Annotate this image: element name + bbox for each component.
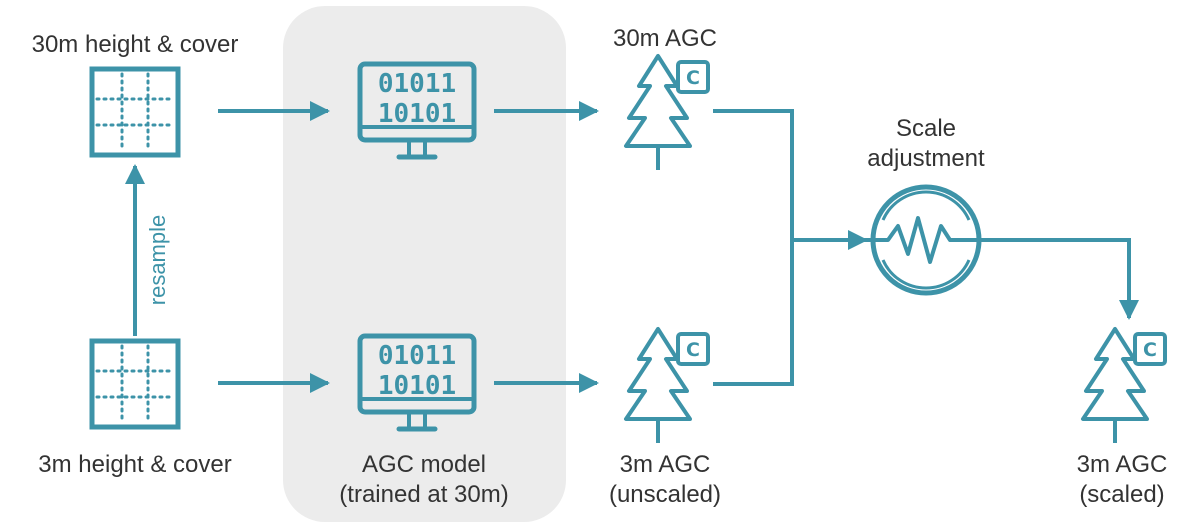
model-label-line2: (trained at 30m) [339, 481, 508, 508]
model-label-line1: AGC model [362, 451, 486, 478]
fine-agc-label-line1: 3m AGC [620, 451, 711, 478]
svg-text:C: C [686, 339, 700, 361]
monitor-icon: 01011 10101 [360, 336, 474, 429]
scaled-agc-label-line1: 3m AGC [1077, 451, 1168, 478]
grid-icon [92, 69, 178, 155]
code-line-1: 01011 [378, 341, 456, 371]
model-panel [283, 6, 566, 522]
code-line-2: 10101 [378, 371, 456, 401]
carbon-badge-icon: C [676, 332, 710, 366]
gauge-icon [866, 184, 986, 296]
monitor-icon: 01011 10101 [360, 64, 474, 157]
fine-agc-label-line2: (unscaled) [609, 481, 721, 508]
code-line-1: 01011 [378, 69, 456, 99]
carbon-badge-icon: C [676, 60, 710, 94]
scaled-agc-label-line2: (scaled) [1079, 481, 1164, 508]
merge-connector [713, 109, 794, 386]
coarse-input-label: 30m height & cover [32, 31, 239, 58]
code-line-2: 10101 [378, 99, 456, 129]
svg-text:C: C [1143, 339, 1157, 361]
fine-input-label: 3m height & cover [38, 451, 231, 478]
arrow-to-scaled [986, 238, 1139, 320]
carbon-badge-icon: C [1133, 332, 1167, 366]
svg-text:C: C [686, 67, 700, 89]
adjustment-label-line1: Scale [896, 115, 956, 142]
coarse-agc-label: 30m AGC [613, 25, 717, 52]
adjustment-label-line2: adjustment [867, 145, 985, 172]
grid-icon [92, 341, 178, 427]
resample-label: resample [145, 215, 170, 305]
